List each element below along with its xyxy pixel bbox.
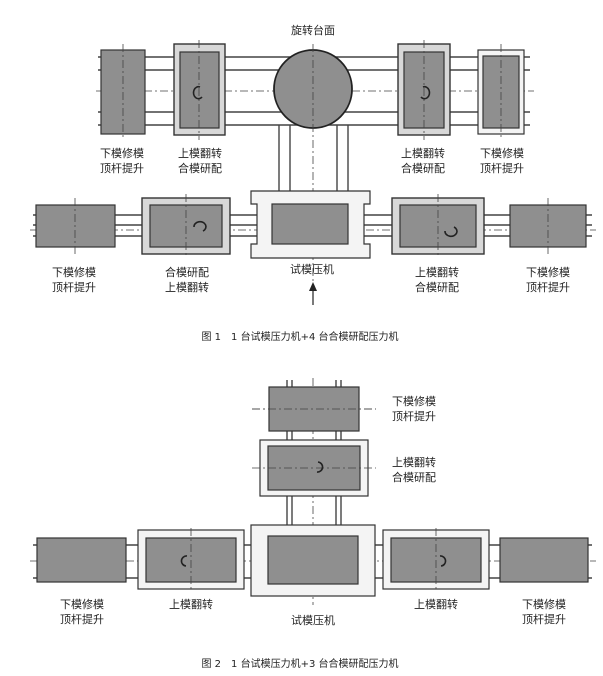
- figure2-caption: 图 2 1 台试模压力机+3 台合模研配压力机: [201, 659, 399, 670]
- fig2-left-press: [137, 528, 245, 592]
- fig2-right-press: [382, 528, 490, 592]
- figure1-caption: 图 1 1 台试模压力机+4 台合模研配压力机: [201, 332, 399, 343]
- fig1-top-far-right-label: 下模修模顶杆提升: [480, 147, 524, 175]
- fig2-middle-press: [252, 439, 376, 497]
- fig1-connector: [278, 125, 349, 193]
- rotate-icon: [316, 461, 324, 473]
- up-arrow-icon: [309, 282, 317, 305]
- fig1-top-far-left-label: 下模修模顶杆提升: [100, 147, 144, 175]
- fig2-far-left-press: [36, 537, 127, 583]
- fig1-bottom-right-press: [391, 194, 485, 258]
- fig2-test-press-label: 试模压机: [291, 614, 335, 627]
- test-press-1: [250, 190, 371, 259]
- fig2-far-right-label: 下模修模顶杆提升: [522, 598, 566, 626]
- rotary-table: [273, 44, 353, 285]
- fig1-top-left-press: [173, 40, 226, 140]
- fig2-top-press: [252, 386, 376, 432]
- fig1-top-right-press: [397, 40, 451, 140]
- fig2-middle-label: 上模翻转合模研配: [392, 456, 436, 484]
- fig2-far-left-label: 下模修模顶杆提升: [60, 598, 104, 626]
- rotate-icon: [420, 85, 431, 100]
- fig2-left-label: 上模翻转: [169, 598, 213, 611]
- fig1-test-press-label: 试模压机: [290, 263, 334, 276]
- test-press-2: [250, 524, 376, 597]
- fig2-right-label: 上模翻转: [414, 598, 458, 611]
- fig2-far-right-press: [499, 537, 589, 583]
- fig1-top-far-right-press: [477, 44, 525, 140]
- fig1-bottom-right-label: 上模翻转合模研配: [415, 266, 459, 294]
- fig1-bottom-left-press: [141, 194, 231, 258]
- rotate-icon: [193, 220, 207, 232]
- fig1-bottom-far-left-press: [35, 198, 116, 254]
- fig1-bottom-left-label: 合模研配上模翻转: [165, 266, 209, 294]
- fig1-top-left-label: 上模翻转合模研配: [178, 147, 222, 175]
- rotate-icon: [192, 85, 203, 100]
- fig2-top-label: 下模修模顶杆提升: [392, 395, 436, 423]
- rotary-table-label: 旋转台面: [291, 24, 335, 37]
- fig1-bottom-far-right-label: 下模修模顶杆提升: [526, 266, 570, 294]
- fig1-top-right-label: 上模翻转合模研配: [401, 147, 445, 175]
- rotate-icon: [444, 226, 458, 238]
- fig1-bottom-far-right-press: [509, 198, 587, 254]
- fig1-bottom-far-left-label: 下模修模顶杆提升: [52, 266, 96, 294]
- fig1-top-far-left-press: [100, 44, 146, 140]
- rotate-icon: [439, 555, 447, 567]
- rotate-icon: [180, 555, 188, 567]
